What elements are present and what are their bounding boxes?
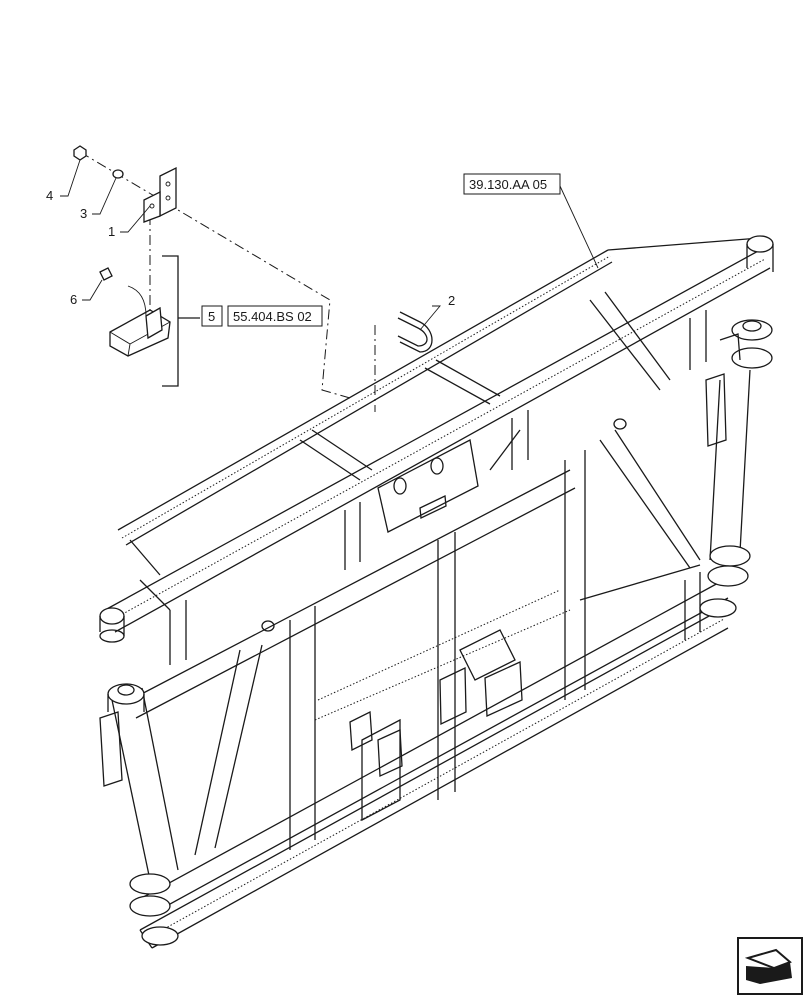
callout-5: 5 <box>208 309 215 324</box>
part-6-screw <box>99 267 113 281</box>
part-4-nut <box>73 145 87 161</box>
boom-frame <box>99 235 774 949</box>
assembly-leader-line <box>79 151 351 399</box>
part-3-washer <box>112 169 124 179</box>
next-page-arrow-icon[interactable] <box>737 937 803 995</box>
light-reference-link[interactable]: 55.404.BS 02 <box>233 309 312 324</box>
frame-reference-link[interactable]: 39.130.AA 05 <box>469 177 547 192</box>
frame-reference-box[interactable] <box>463 173 561 195</box>
callout-1: 1 <box>108 224 115 239</box>
callout-5-box <box>201 305 223 327</box>
part-1-bracket <box>143 166 177 223</box>
group-bracket <box>162 255 179 387</box>
light-reference-box[interactable] <box>227 305 323 327</box>
part-5-work-light <box>109 285 171 357</box>
part-2-u-bolt <box>397 311 433 353</box>
callout-2: 2 <box>448 293 455 308</box>
callout-4: 4 <box>46 188 53 203</box>
callout-3: 3 <box>80 206 87 221</box>
callout-6: 6 <box>70 292 77 307</box>
